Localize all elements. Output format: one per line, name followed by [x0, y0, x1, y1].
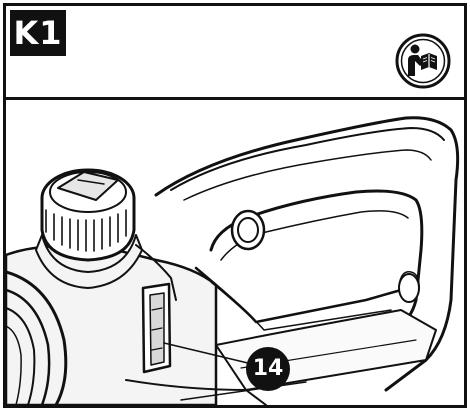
section-badge: K1	[10, 10, 66, 56]
page-header: K1	[6, 6, 464, 100]
callout-14: 14	[246, 347, 290, 391]
manual-page: K1	[3, 3, 467, 408]
read-manual-icon	[395, 33, 451, 89]
product-illustration	[6, 100, 464, 405]
pump-drawing	[6, 116, 460, 405]
